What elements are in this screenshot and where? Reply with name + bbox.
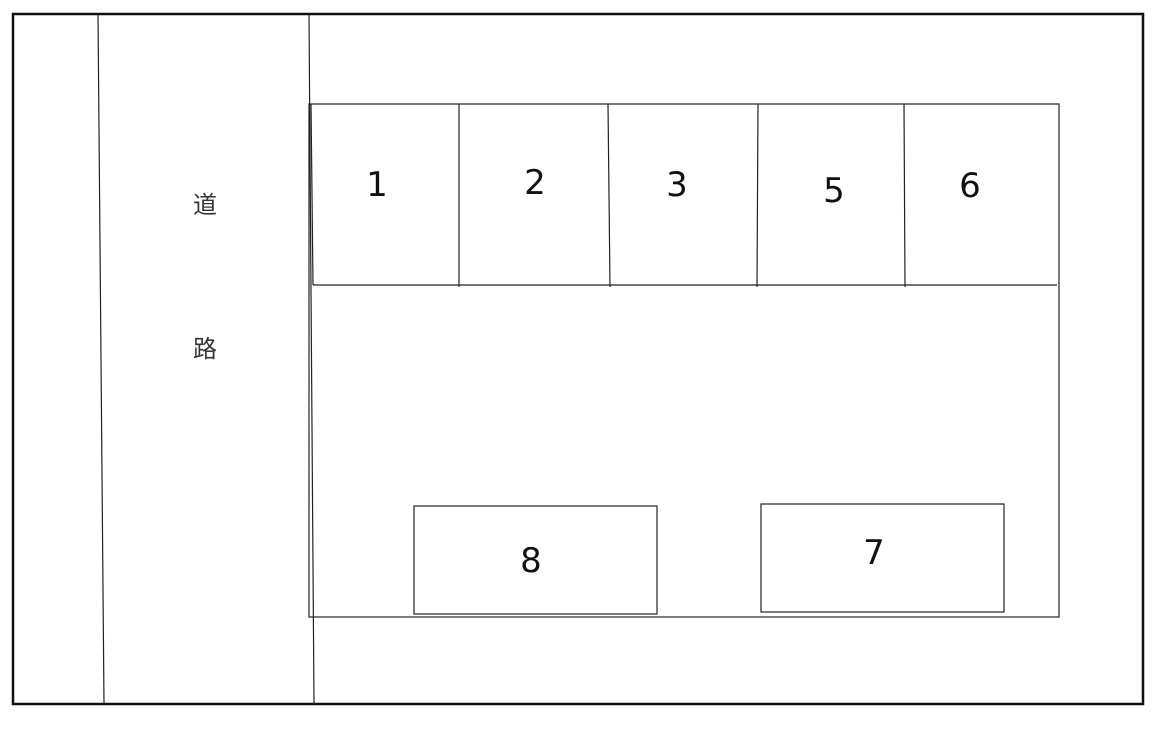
parking-lot-boundary [308, 103, 1060, 618]
space-8-box [413, 505, 658, 615]
road-label-bottom: 路 [193, 335, 217, 363]
divider-3-5 [756, 103, 759, 288]
space-6-label: 6 [959, 166, 981, 206]
divider-2-3 [607, 103, 611, 288]
space-2-label: 2 [524, 163, 546, 203]
space-1-label: 1 [366, 165, 388, 205]
top-row-left-line [310, 103, 314, 286]
divider-5-6 [903, 103, 906, 288]
road-left-edge [97, 13, 105, 705]
space-5-label: 5 [823, 171, 845, 211]
space-7-label: 7 [863, 533, 885, 573]
space-3-label: 3 [666, 165, 688, 205]
space-8-label: 8 [520, 541, 542, 581]
space-7-box [760, 503, 1005, 613]
outer-frame [11, 12, 1145, 706]
road-right-edge [308, 13, 315, 705]
road-label-top: 道 [193, 191, 217, 219]
